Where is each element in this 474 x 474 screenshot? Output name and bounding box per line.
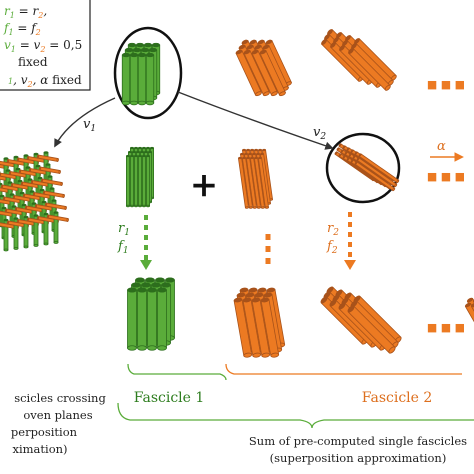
orange-bundle-middle-cylinder (237, 156, 249, 209)
orange-bundle-top-1 (235, 39, 292, 97)
legend-line-2: f1 = f2 (3, 21, 41, 37)
legend-line-3: v1 = v2 = 0,5 (4, 38, 82, 54)
arrow-r2-f2-head (344, 260, 356, 270)
orange-bundle-bottom-1-cylinder (233, 297, 253, 358)
woven-green-fiber (43, 212, 49, 246)
orange-bundle-middle-cylinder (257, 156, 269, 209)
woven-green-fiber (53, 211, 59, 244)
woven-crossing-block (0, 151, 69, 252)
arrow-r1-f1-head (140, 260, 152, 270)
legend-frame (0, 0, 91, 91)
orange-bundle-middle-cylinder (245, 156, 257, 209)
woven-orange-fiber (42, 190, 65, 198)
woven-orange-fiber (36, 154, 59, 162)
caption-left-line-1: scicles crossing (14, 391, 106, 405)
orange-bundle-edge-right-cylinder (464, 302, 474, 342)
label-r1: r1 (118, 221, 130, 238)
legend-line-4: fixed (18, 55, 48, 69)
green-bundle-bottom-cylinder (137, 287, 147, 351)
woven-green-fiber (13, 217, 19, 250)
caption-left-line-3: perposition (11, 425, 78, 439)
caption-left-line-4: ximation) (12, 442, 67, 456)
green-bundle-middle-cylinder (125, 154, 131, 208)
woven-green-fiber (23, 215, 29, 249)
bracket-fascicle-2 (225, 363, 462, 375)
woven-orange-fiber (38, 166, 61, 174)
orange-bundle-circled-cylinder (356, 157, 398, 188)
label-f2: f2 (326, 239, 338, 256)
ellipsis-top: ■ ■ ■ (427, 78, 465, 91)
green-bundle-middle-cylinder (137, 154, 143, 208)
green-bundle-bottom (127, 277, 175, 351)
orange-bundle-top-1-cylinder (251, 49, 278, 97)
caption-sum-line-2: (superposition approximation) (270, 451, 447, 465)
arrow-v1 (54, 97, 116, 148)
ellipsis-bottom: ■ ■ ■ (427, 321, 465, 334)
green-bundle-bottom-cylinder (147, 287, 157, 351)
ellipsis-middle: ■ ■ ■ (427, 170, 465, 183)
orange-bundle-middle-cylinder (253, 156, 265, 209)
green-bundle-middle-cylinder (133, 154, 139, 208)
green-bundle-middle (125, 146, 155, 208)
plus-sign: + (190, 165, 219, 205)
highlight-circle-orange (325, 132, 401, 204)
highlight-circle-green (113, 26, 183, 120)
woven-orange-fiber (40, 178, 63, 186)
orange-bundle-top-1-cylinder (243, 49, 270, 97)
orange-bundle-circled (334, 143, 400, 192)
green-bundle-top (121, 42, 161, 106)
caption-left-line-2: oven planes (23, 408, 92, 422)
green-bundle-bottom-cylinder (127, 287, 137, 351)
green-bundle-top-cylinder (121, 52, 131, 106)
label-v1: v1 (83, 117, 96, 134)
woven-green-fiber (33, 214, 39, 247)
label-v2: v2 (313, 125, 326, 142)
orange-bundle-top-2-cylinder (351, 43, 394, 86)
green-bundle-bottom-cylinder (157, 287, 167, 351)
orange-bundle-bottom-2-cylinder (347, 305, 396, 354)
orange-bundle-bottom-1 (233, 287, 286, 358)
fascicle-bundles (0, 29, 474, 358)
label-alpha: α (437, 139, 446, 154)
orange-bundle-top-1-cylinder (235, 49, 262, 97)
orange-bundle-middle (237, 148, 273, 209)
orange-bundle-middle-cylinder (241, 156, 253, 209)
orange-bundle-bottom-1-cylinder (260, 297, 280, 358)
legend-line-5: 1, v2, α fixed (8, 73, 82, 89)
green-bundle-middle-cylinder (145, 154, 151, 208)
green-bundle-top-cylinder (137, 52, 147, 106)
green-bundle-middle-cylinder (129, 154, 135, 208)
caption-fascicle-2: Fascicle 2 (362, 390, 433, 406)
green-bundle-middle-cylinder (141, 154, 147, 208)
green-bundle-top-cylinder (145, 52, 155, 106)
caption-sum-line-1: Sum of pre-computed single fascicles (249, 434, 467, 448)
orange-bundle-bottom-1-cylinder (242, 297, 262, 358)
orange-bundle-top-1-cylinder (259, 49, 286, 97)
orange-bundle-edge-right-cylinder (470, 302, 474, 342)
arrow-v2 (177, 91, 334, 150)
label-r2: r2 (327, 221, 339, 238)
bracket-fascicle-1 (127, 363, 227, 381)
orange-bundle-bottom-1-cylinder (251, 297, 271, 358)
orange-bundle-edge-right-cylinder (472, 297, 474, 337)
caption-fascicle-1: Fascicle 1 (134, 390, 205, 406)
orange-bundle-edge-right (464, 297, 474, 342)
orange-bundle-middle-cylinder (249, 156, 261, 209)
legend-line-1: r1 = r2, (4, 4, 47, 20)
woven-green-fiber (3, 218, 9, 252)
woven-orange-fiber (46, 214, 69, 222)
orange-bundle-circled-cylinder (354, 161, 396, 192)
legend-box: r1 = r2, f1 = f2 v1 = v2 = 0,5 fixed 1, … (0, 0, 91, 91)
orange-bundle-bottom-2 (320, 286, 402, 354)
orange-bundle-top-2-cylinder (348, 48, 391, 91)
label-f1: f1 (117, 239, 129, 256)
orange-bundle-circled-cylinder (358, 153, 400, 184)
orange-bundle-top-2 (321, 29, 397, 91)
bracket-sum (117, 402, 474, 429)
woven-orange-fiber (44, 202, 67, 210)
green-bundle-top-cylinder (129, 52, 139, 106)
